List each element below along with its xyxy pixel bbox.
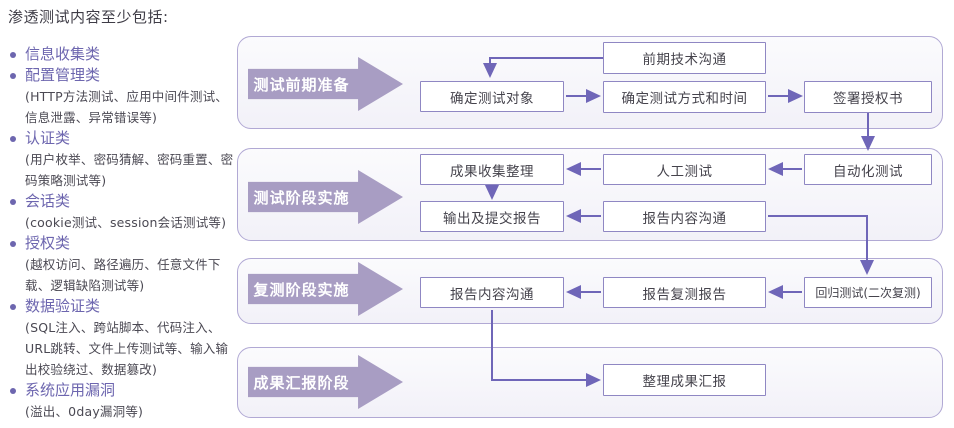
flow-box-report-communication: 报告内容沟通 — [420, 277, 564, 308]
flow-box-sign-authorization: 签署授权书 — [804, 81, 932, 113]
category-label: 系统应用漏洞 — [25, 381, 116, 399]
category-sub: (用户枚举、密码猜解、密码重置、密码策略测试等) — [25, 152, 234, 188]
flow-box-retest-report: 报告复测报告 — [603, 277, 766, 308]
category-sub: (SQL注入、跨站脚本、代码注入、URL跳转、文件上传测试等、输入输出校验绕过、… — [25, 320, 229, 377]
list-item: 认证类 (用户枚举、密码猜解、密码重置、密码策略测试等) — [8, 128, 234, 191]
list-item: 配置管理类 (HTTP方法测试、应用中间件测试、信息泄露、异常错误等) — [8, 65, 234, 128]
bullet-icon — [10, 73, 16, 79]
flow-box-pre-tech-communication: 前期技术沟通 — [603, 42, 766, 74]
category-label: 授权类 — [25, 234, 71, 252]
list-item: 信息收集类 — [8, 44, 234, 65]
flow-box-manual-test: 人工测试 — [603, 154, 766, 185]
flow-box-submit-report: 输出及提交报告 — [420, 201, 564, 232]
category-sub: (溢出、0day漏洞等) — [25, 404, 144, 419]
bullet-icon — [10, 388, 16, 394]
list-item: 会话类 (cookie测试、session会话测试等) — [8, 191, 234, 233]
flow-box-automated-test: 自动化测试 — [804, 154, 932, 185]
flow-box-regression-test: 回归测试(二次复测) — [804, 277, 932, 308]
category-label: 认证类 — [25, 129, 71, 147]
page-title: 渗透测试内容至少包括: — [8, 8, 169, 26]
list-item: 数据验证类 (SQL注入、跨站脚本、代码注入、URL跳转、文件上传测试等、输入输… — [8, 296, 234, 380]
category-sub: (HTTP方法测试、应用中间件测试、信息泄露、异常错误等) — [25, 89, 228, 125]
bullet-icon — [10, 304, 16, 310]
category-list: 信息收集类 配置管理类 (HTTP方法测试、应用中间件测试、信息泄露、异常错误等… — [8, 44, 234, 422]
list-item: 授权类 (越权访问、路径遍历、任意文件下载、逻辑缺陷测试等) — [8, 233, 234, 296]
list-item: 系统应用漏洞 (溢出、0day漏洞等) — [8, 380, 234, 422]
category-sub: (越权访问、路径遍历、任意文件下载、逻辑缺陷测试等) — [25, 257, 221, 293]
flow-box-define-method-time: 确定测试方式和时间 — [603, 81, 766, 113]
flow-box-collect-results: 成果收集整理 — [420, 154, 564, 185]
bullet-icon — [10, 136, 16, 142]
category-label: 配置管理类 — [25, 66, 101, 84]
category-label: 会话类 — [25, 192, 71, 210]
bullet-icon — [10, 241, 16, 247]
category-sub: (cookie测试、session会话测试等) — [25, 215, 227, 230]
flow-box-report-communication: 报告内容沟通 — [603, 201, 766, 232]
sidebar: 渗透测试内容至少包括: 信息收集类 配置管理类 (HTTP方法测试、应用中间件测… — [8, 6, 234, 422]
category-label: 数据验证类 — [25, 297, 101, 315]
bullet-icon — [10, 52, 16, 58]
flow-box-final-report: 整理成果汇报 — [603, 364, 766, 396]
flow-box-define-target: 确定测试对象 — [420, 81, 564, 112]
category-label: 信息收集类 — [25, 45, 101, 63]
bullet-icon — [10, 199, 16, 205]
